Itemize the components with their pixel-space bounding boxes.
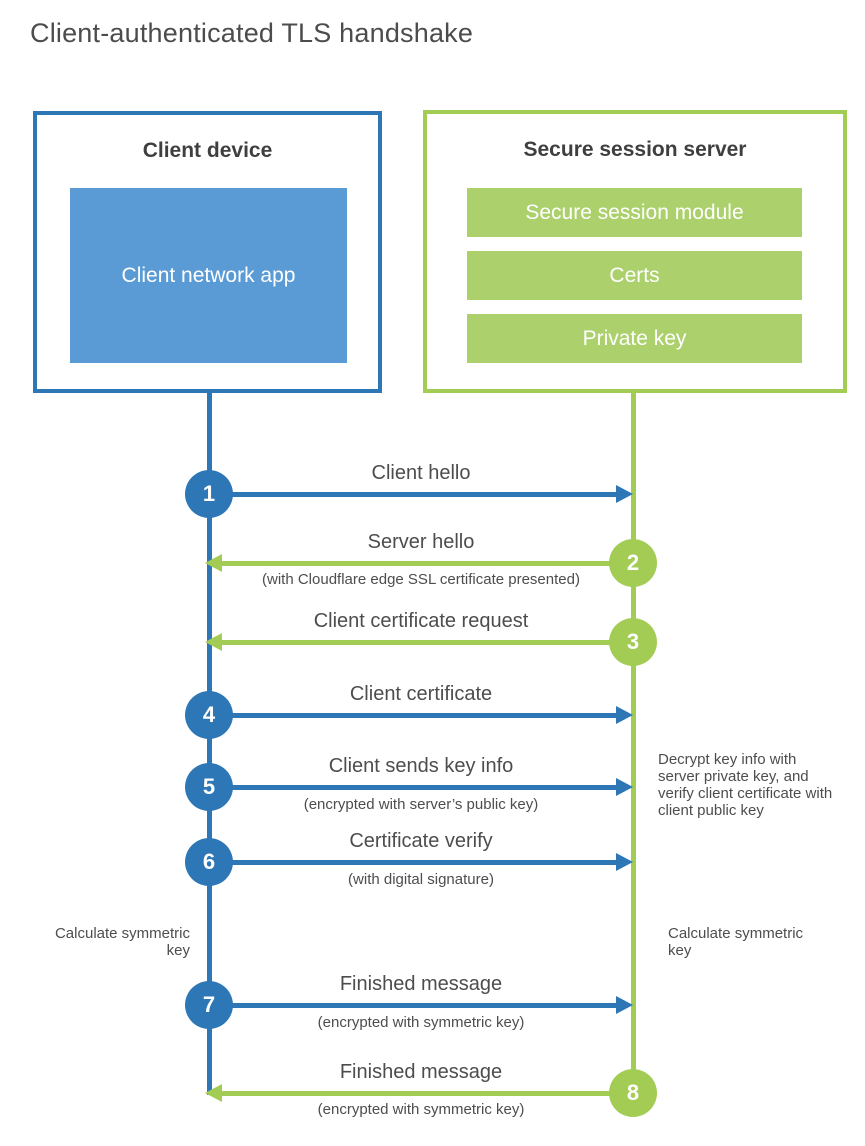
message-label: Client certificate request [313,610,529,632]
step-circle-7: 7 [185,981,233,1029]
server-module-certs: Certs [467,251,802,300]
message-arrow-line [209,785,617,790]
step-circle-5: 5 [185,763,233,811]
message-arrow-line [222,561,634,566]
client-device-box: Client device Client network app [33,111,382,393]
message-label: Client hello [371,462,471,484]
step-circle-4: 4 [185,691,233,739]
client-device-title: Client device [142,139,273,162]
page-title: Client-authenticated TLS handshake [30,18,474,48]
server-module-secure-session-module: Secure session module [467,188,802,237]
message-arrow-line [222,640,634,645]
message-arrow-line [222,1091,634,1096]
arrow-left-icon [205,633,222,651]
step-circle-6: 6 [185,838,233,886]
server-module-private-key: Private key [467,314,802,363]
arrow-right-icon [616,778,633,796]
message-caption: (encrypted with symmetric key) [317,1014,525,1031]
message-label: Certificate verify [349,830,493,852]
arrow-right-icon [616,485,633,503]
message-caption: (with digital signature) [348,871,494,888]
message-label: Client certificate [349,683,493,705]
server-lifeline [631,393,636,1093]
calculate-symmetric-key-note-server: Calculate symmetric key [668,925,804,959]
message-caption: (encrypted with symmetric key) [317,1101,525,1118]
arrow-right-icon [616,706,633,724]
arrow-right-icon [616,853,633,871]
arrow-right-icon [616,996,633,1014]
step-circle-1: 1 [185,470,233,518]
message-label: Client sends key info [328,755,514,777]
arrow-left-icon [205,1084,222,1102]
secure-session-server-title: Secure session server [523,138,747,161]
message-arrow-line [209,1003,617,1008]
step-circle-8: 8 [609,1069,657,1117]
arrow-left-icon [205,554,222,572]
client-network-app-box: Client network app [70,188,347,363]
message-label: Finished message [339,973,503,995]
message-arrow-line [209,492,617,497]
client-lifeline [207,393,212,1095]
calculate-symmetric-key-note-client: Calculate symmetric key [54,925,190,959]
message-arrow-line [209,860,617,865]
message-label: Server hello [367,531,475,553]
step-circle-2: 2 [609,539,657,587]
message-caption: (encrypted with server’s public key) [303,796,539,813]
secure-session-server-box: Secure session server Secure session mod… [423,110,847,393]
decrypt-key-info-note: Decrypt key info with server private key… [658,751,833,819]
message-arrow-line [209,713,617,718]
step-circle-3: 3 [609,618,657,666]
message-label: Finished message [339,1061,503,1083]
message-caption: (with Cloudflare edge SSL certificate pr… [262,571,580,588]
